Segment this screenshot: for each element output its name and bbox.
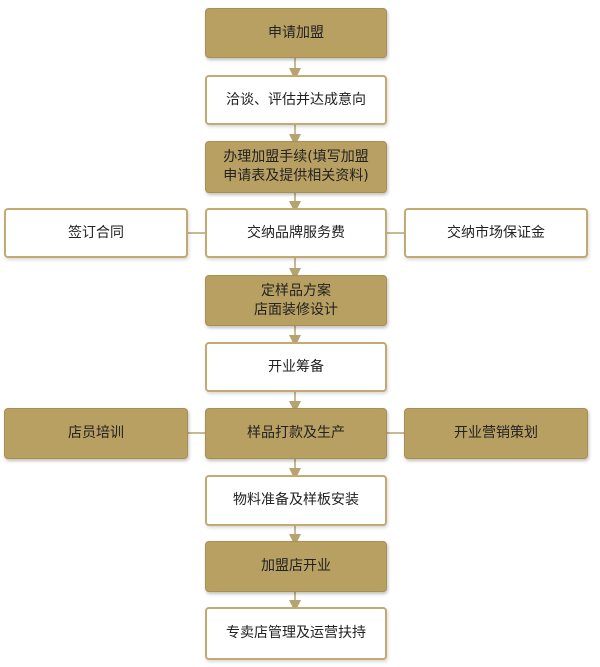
step-prepare: 开业筹备	[205, 342, 387, 392]
step-sign-contract: 签订合同	[4, 208, 188, 258]
step-brand-fee: 交纳品牌服务费	[205, 208, 387, 258]
step-marketing: 开业营销策划	[404, 408, 588, 459]
step-support: 专卖店管理及运营扶持	[205, 607, 387, 660]
step-open: 加盟店开业	[205, 541, 387, 592]
step-support-label: 专卖店管理及运营扶持	[226, 625, 366, 641]
step-deposit: 交纳市场保证金	[404, 208, 588, 258]
step-apply-label: 申请加盟	[268, 24, 324, 41]
step-staff-training-label: 店员培训	[68, 425, 124, 441]
step-apply: 申请加盟	[205, 8, 387, 58]
step-materials-label: 物料准备及样板安装	[233, 492, 359, 508]
step-sample-plan-label: 定样品方案 店面装修设计	[254, 282, 338, 318]
step-staff-training: 店员培训	[4, 408, 188, 459]
step-materials: 物料准备及样板安装	[205, 475, 387, 526]
step-deposit-label: 交纳市场保证金	[447, 224, 545, 241]
step-produce: 样品打款及生产	[205, 408, 387, 459]
step-sign-contract-label: 签订合同	[68, 224, 124, 241]
step-negotiate: 洽谈、评估并达成意向	[205, 75, 387, 125]
step-sample-plan: 定样品方案 店面装修设计	[205, 275, 387, 326]
step-procedures: 办理加盟手续(填写加盟 申请表及提供相关资料)	[205, 141, 387, 193]
step-produce-label: 样品打款及生产	[247, 425, 345, 441]
step-negotiate-label: 洽谈、评估并达成意向	[226, 91, 366, 108]
step-marketing-label: 开业营销策划	[454, 425, 538, 441]
step-brand-fee-label: 交纳品牌服务费	[247, 224, 345, 241]
step-open-label: 加盟店开业	[261, 558, 331, 574]
step-prepare-label: 开业筹备	[268, 358, 324, 375]
step-procedures-label: 办理加盟手续(填写加盟 申请表及提供相关资料)	[223, 149, 369, 184]
